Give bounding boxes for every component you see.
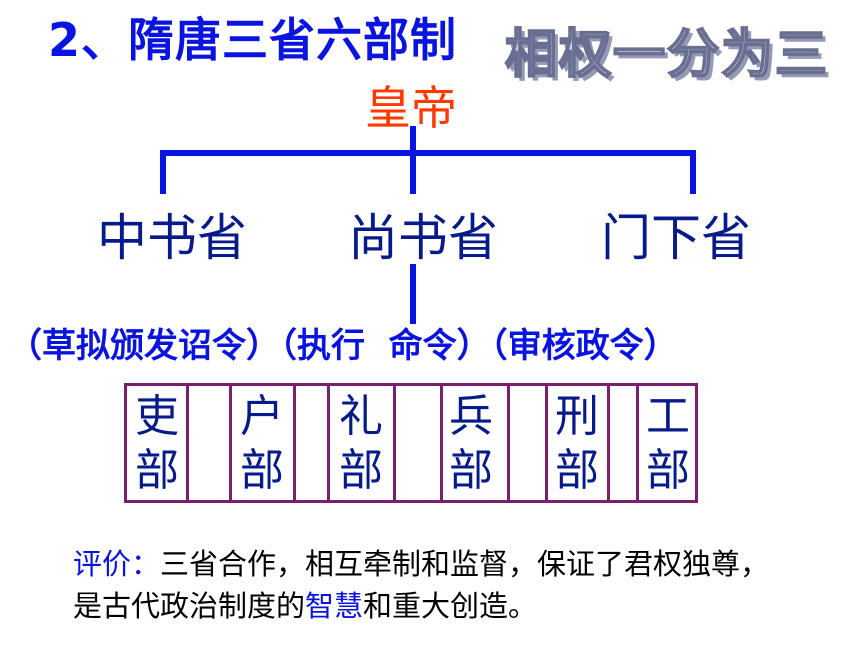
wordart-heading: 相权一分为三 <box>504 24 830 86</box>
slide-title: 2、隋唐三省六部制 <box>48 13 458 67</box>
board-divider <box>186 386 189 500</box>
ministry-menxia: 门下省 <box>601 209 751 267</box>
board-divider <box>545 386 548 500</box>
evaluation-label: 评价： <box>73 547 161 581</box>
emperor-vertical-line <box>410 126 416 194</box>
board-works: 工部 <box>646 391 690 496</box>
board-divider <box>229 386 232 500</box>
center-down-line <box>410 264 416 324</box>
board-rites: 礼部 <box>339 391 383 496</box>
board-divider <box>393 386 396 500</box>
ministry-zhongshu: 中书省 <box>97 209 247 267</box>
six-boards-table: 吏部 户部 礼部 兵部 刑部 工部 <box>124 383 698 503</box>
board-divider <box>607 386 610 500</box>
board-justice: 刑部 <box>555 391 599 496</box>
right-drop-line <box>690 150 696 194</box>
evaluation-text: 评价：三省合作，相互牵制和监督，保证了君权独尊，是古代政治制度的智慧和重大创造。 <box>73 543 773 627</box>
ministry-functions: （草拟颁发诏令）（执行 命令）（审核政令） <box>8 326 678 366</box>
board-divider <box>507 386 510 500</box>
board-war: 兵部 <box>449 391 493 496</box>
top-horizontal-line <box>160 150 696 156</box>
board-divider <box>636 386 639 500</box>
board-personnel: 吏部 <box>135 391 179 496</box>
board-divider <box>440 386 443 500</box>
evaluation-highlight: 智慧 <box>305 589 364 623</box>
board-revenue: 户部 <box>240 391 284 496</box>
evaluation-ending: 和重大创造。 <box>363 589 538 623</box>
board-divider <box>327 386 330 500</box>
left-drop-line <box>160 150 166 194</box>
ministry-shangshu: 尚书省 <box>348 209 498 267</box>
evaluation-body: 三省合作，相互牵制和监督，保证了君权独尊，是古代政治制度的 <box>73 547 770 623</box>
board-divider <box>293 386 296 500</box>
